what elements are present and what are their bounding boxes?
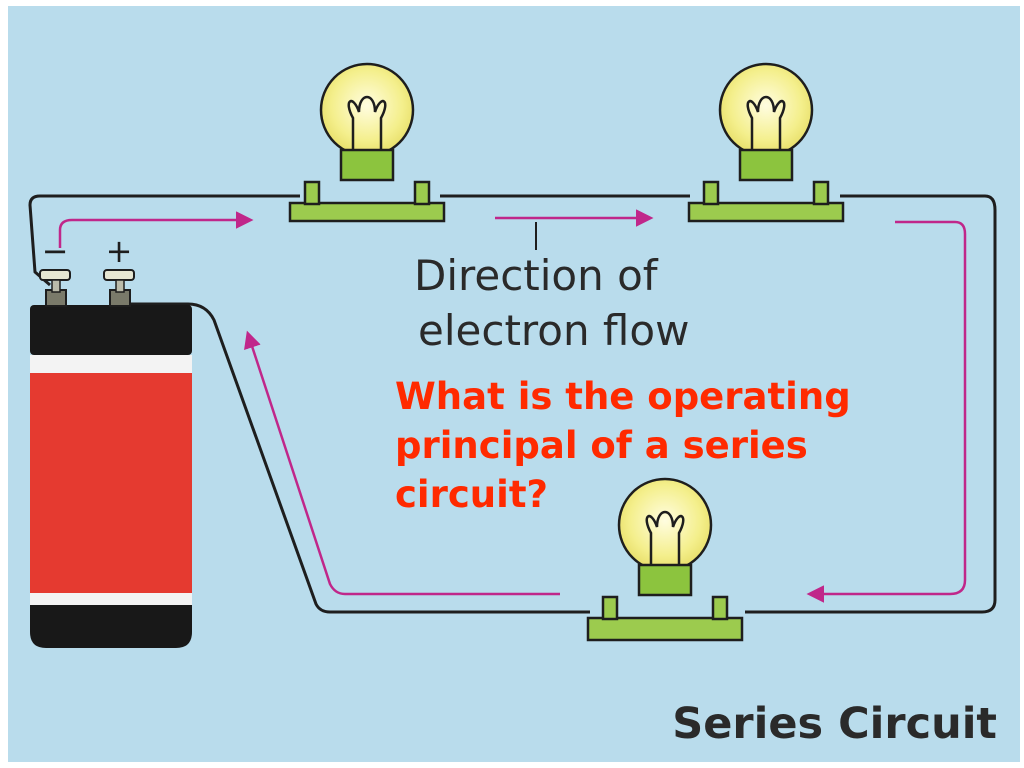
battery-stripe-bottom xyxy=(30,593,192,605)
socket-post-right xyxy=(413,180,431,206)
socket-post-right xyxy=(711,595,729,621)
bulb-filament-icon xyxy=(347,95,387,150)
bulb-top-right xyxy=(687,62,845,223)
bulb-filament-icon xyxy=(645,510,685,565)
wire-right xyxy=(745,194,997,614)
bulb-top-left xyxy=(288,62,446,223)
socket-post-left xyxy=(303,180,321,206)
wire-bottom xyxy=(125,302,590,614)
socket-post-right xyxy=(812,180,830,206)
socket-plate xyxy=(687,201,845,223)
flow-label-line2: electron flow xyxy=(418,306,689,355)
negative-terminal-label: − xyxy=(42,232,69,270)
electron-flow-arrows xyxy=(58,209,967,603)
positive-terminal-label: + xyxy=(106,232,133,270)
bulb-base xyxy=(637,563,693,597)
battery-body xyxy=(30,373,192,593)
arrow-top-left xyxy=(58,211,254,248)
positive-terminal xyxy=(103,269,135,307)
socket-plate xyxy=(586,616,744,642)
arrow-bottom-up xyxy=(244,330,560,596)
battery-stripe-top xyxy=(30,355,192,373)
circuit-wires xyxy=(28,194,997,614)
socket-post-left xyxy=(702,180,720,206)
bulb-glow xyxy=(319,62,415,158)
arrow-right-down xyxy=(806,220,967,603)
bulb-base xyxy=(738,148,794,182)
question-text: What is the operating principal of a ser… xyxy=(395,375,851,516)
battery-cap xyxy=(30,305,192,355)
bulb-base xyxy=(339,148,395,182)
diagram-title: Series Circuit xyxy=(672,699,997,749)
socket-plate xyxy=(288,201,446,223)
battery: − + xyxy=(30,232,192,648)
bulb-bottom xyxy=(586,477,744,642)
wire-top xyxy=(28,194,300,287)
bulb-glow xyxy=(718,62,814,158)
battery-base xyxy=(30,605,192,648)
socket-post-left xyxy=(601,595,619,621)
negative-terminal xyxy=(39,269,71,307)
flow-label-line1: Direction of xyxy=(414,251,659,300)
bulb-filament-icon xyxy=(746,95,786,150)
